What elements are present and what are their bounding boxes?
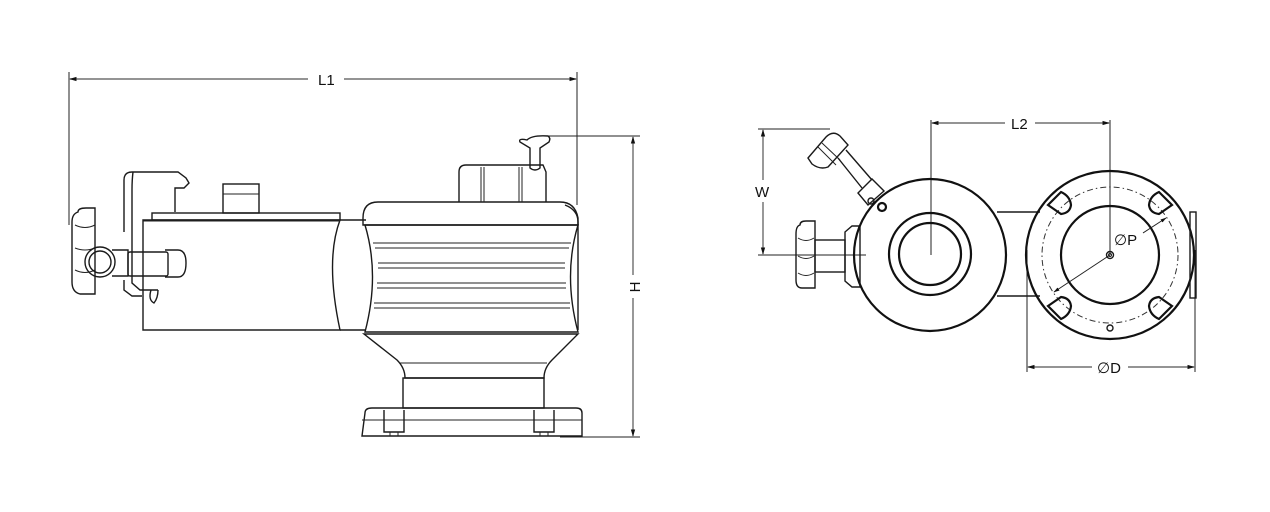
side-view: L1 H [68, 72, 644, 438]
dimension-w: W [755, 128, 866, 256]
dimension-label-l2: L2 [1011, 116, 1028, 133]
valve-head [361, 135, 583, 437]
dimension-label-p: ∅P [1114, 232, 1137, 249]
dimension-h: H [545, 135, 644, 438]
dimension-label-h: H [627, 282, 644, 293]
dimension-label-l1: L1 [318, 72, 335, 89]
body-tube [142, 219, 366, 331]
valve-body-top [852, 177, 1040, 333]
dimension-label-w: W [755, 184, 770, 201]
flange-top: ∅P [1024, 169, 1197, 341]
lever-arm [807, 132, 888, 213]
top-view: W L2 ∅D [755, 116, 1197, 377]
top-plate [151, 183, 341, 221]
dimension-label-d: ∅D [1097, 360, 1121, 377]
dimension-l2: L2 [930, 116, 1111, 255]
clamp-assembly [71, 171, 190, 304]
dimension-l1: L1 [68, 72, 578, 225]
